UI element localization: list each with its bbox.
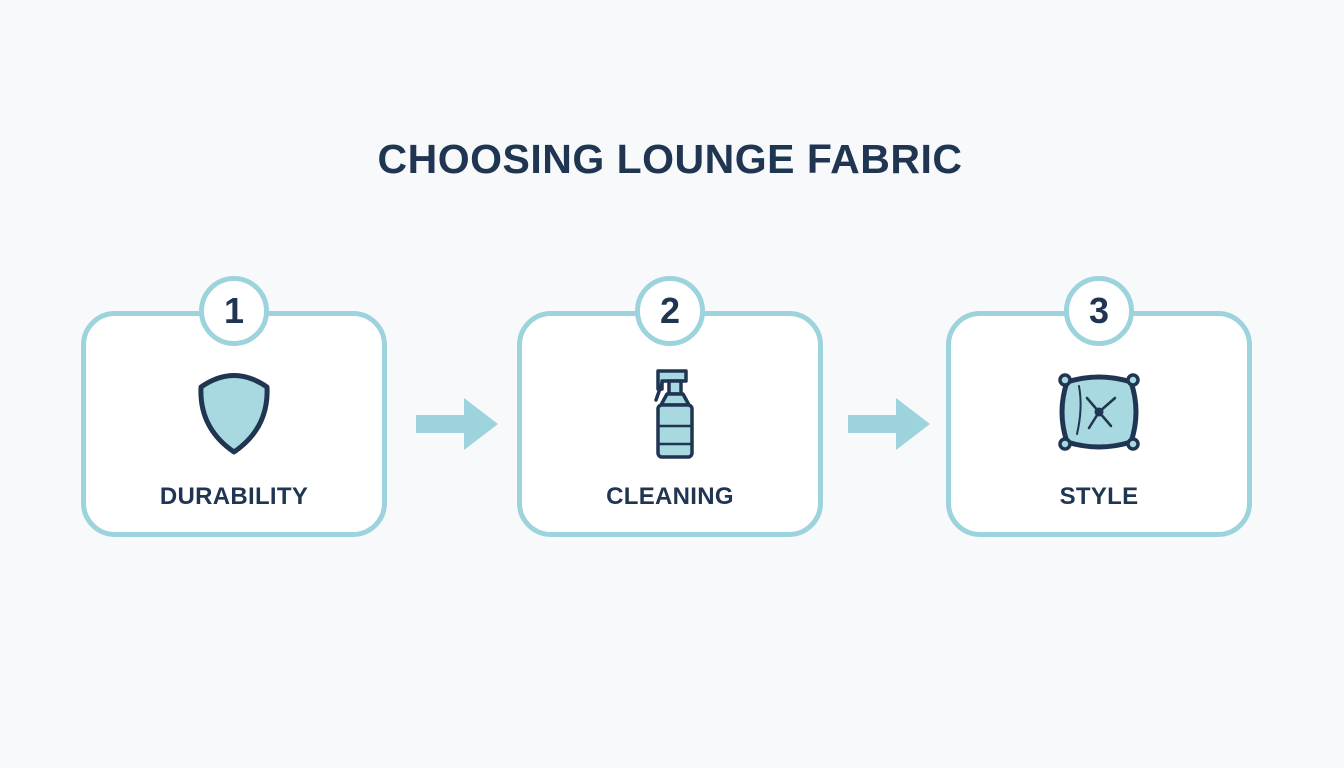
- step-number-badge: 2: [635, 276, 705, 346]
- step-card-cleaning: 2 CLEANING: [517, 276, 823, 537]
- step-label: CLEANING: [606, 483, 734, 510]
- step-number-badge: 3: [1064, 276, 1134, 346]
- spray-bottle-icon: [620, 364, 720, 460]
- page-title: CHOOSING LOUNGE FABRIC: [377, 136, 963, 182]
- step-card-durability: 1 DURABILITY: [81, 276, 387, 537]
- arrow-right-icon: [416, 398, 498, 450]
- shield-icon: [184, 364, 284, 460]
- step-number-badge: 1: [199, 276, 269, 346]
- step-label: STYLE: [1059, 483, 1139, 510]
- arrow-right-icon: [848, 398, 930, 450]
- cushion-icon: [1049, 364, 1149, 460]
- step-card-style: 3 STYLE: [946, 276, 1252, 537]
- step-label: DURABILITY: [159, 483, 309, 510]
